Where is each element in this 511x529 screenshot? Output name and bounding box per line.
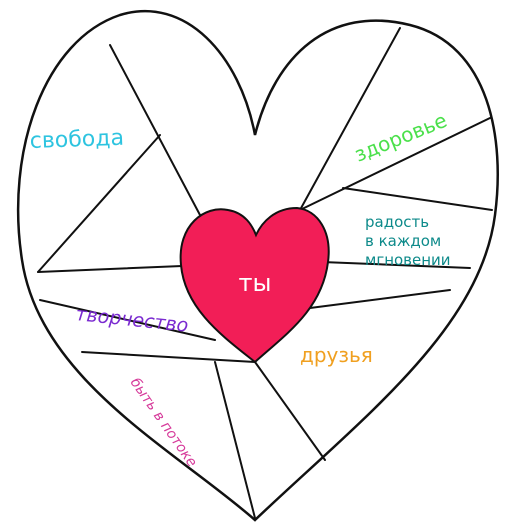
label-joy-line3: мгновении (365, 251, 451, 269)
segment-line (37, 134, 161, 273)
segment-line (299, 117, 491, 211)
segment-line (109, 44, 201, 216)
center-heart (179, 206, 330, 364)
segment-line (214, 361, 256, 519)
segment-line (254, 361, 326, 461)
label-joy-line1: радость (365, 213, 429, 231)
center-label: ты (239, 269, 272, 297)
segment-line (81, 351, 256, 363)
segment-line (321, 261, 471, 269)
segment-line (39, 299, 216, 341)
label-friends: друзья (300, 343, 373, 367)
label-freedom: свобода (29, 126, 124, 154)
segment-lines (37, 27, 493, 519)
segment-line (309, 289, 451, 309)
segment-line (299, 27, 401, 211)
segment-line (342, 187, 493, 211)
label-joy-line2: в каждом (365, 232, 441, 250)
segment-line (37, 265, 183, 273)
